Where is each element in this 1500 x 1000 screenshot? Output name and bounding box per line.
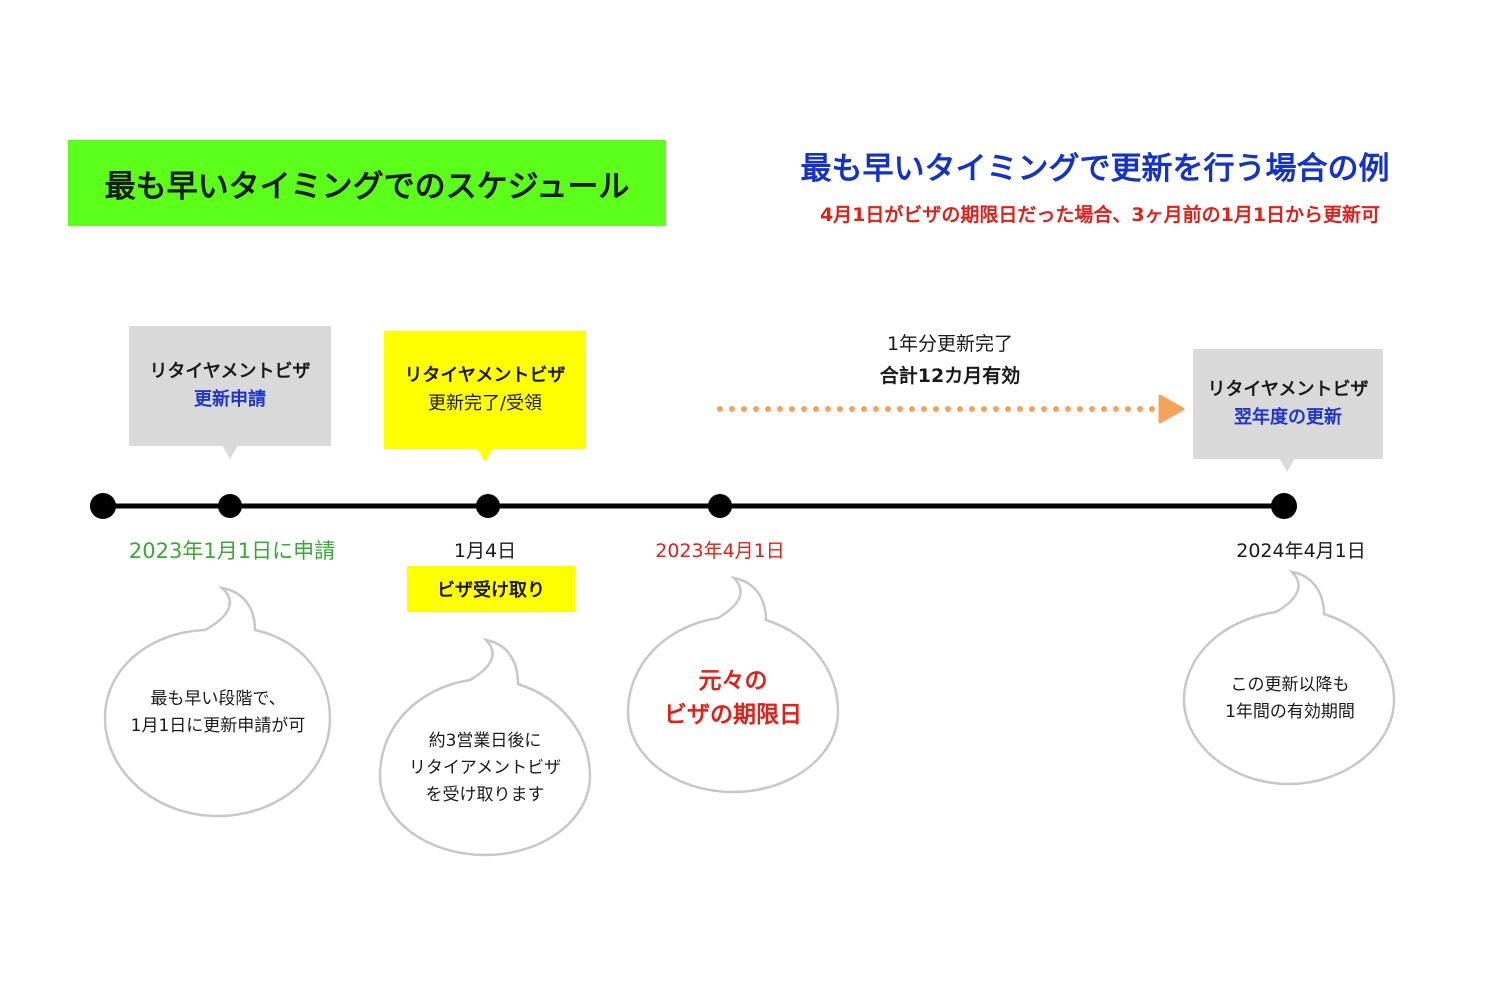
speech-bubble-4-text: この更新以降も 1年間の有効期間	[1182, 672, 1398, 726]
apply-note-box: リタイヤメントビザ 更新申請	[129, 326, 331, 446]
date-expiry: 2023年4月1日	[655, 540, 785, 562]
speech-bubble-3-text: 元々の ビザの期限日	[628, 664, 838, 732]
bubble-4-line2: 1年間の有効期間	[1225, 702, 1355, 722]
done-box-pointer	[477, 448, 493, 462]
validity-span-line2: 合計12カ月有効	[879, 365, 1021, 387]
headline: 最も早いタイミングで更新を行う場合の例	[800, 151, 1390, 187]
next-box-pointer	[1279, 458, 1295, 472]
timeline-point-apply	[218, 494, 242, 518]
timeline-start-point	[90, 493, 116, 519]
receive-tag: ビザ受け取り	[407, 566, 575, 612]
validity-arrow-head	[1158, 394, 1185, 424]
bubble-2-line1: 約3営業日後に	[428, 731, 542, 751]
speech-bubble-1-text: 最も早い段階で、 1月1日に更新申請が可	[103, 686, 333, 740]
validity-span-label: 1年分更新完了 合計12カ月有効	[780, 328, 1120, 392]
date-next: 2024年4月1日	[1236, 540, 1366, 562]
speech-bubble-3	[626, 576, 840, 794]
speech-bubble-4	[1182, 570, 1396, 786]
speech-bubble-1	[103, 585, 332, 818]
bubble-2-line3: を受け取ります	[425, 785, 545, 805]
bubble-1-line1: 最も早い段階で、	[150, 689, 286, 709]
speech-bubble-2-text: 約3営業日後に リタイアメントビザ を受け取ります	[375, 728, 595, 809]
bubble-1-line2: 1月1日に更新申請が可	[130, 716, 306, 736]
done-box-line1: リタイヤメントビザ	[404, 365, 566, 386]
date-apply: 2023年1月1日に申請	[128, 539, 336, 563]
date-receive: 1月4日	[453, 540, 517, 562]
speech-bubble-2	[378, 638, 592, 857]
bubble-2-line2: リタイアメントビザ	[408, 758, 562, 778]
validity-span-line1: 1年分更新完了	[886, 333, 1014, 355]
receive-tag-label: ビザ受け取り	[437, 580, 545, 601]
next-box-line2: 翌年度の更新	[1234, 407, 1342, 428]
timeline-point-receive	[476, 494, 500, 518]
subline: 4月1日がビザの期限日だった場合、3ヶ月前の1月1日から更新可	[819, 204, 1381, 226]
done-note-box: リタイヤメントビザ 更新完了/受領	[384, 331, 586, 449]
timeline-end-point	[1271, 493, 1297, 519]
schedule-title-box: 最も早いタイミングでのスケジュール	[68, 140, 666, 226]
bubble-4-line1: この更新以降も	[1230, 675, 1350, 695]
timeline-point-expiry	[708, 494, 732, 518]
bubble-3-line2: ビザの期限日	[664, 702, 802, 728]
done-box-line2: 更新完了/受領	[427, 393, 543, 414]
bubble-3-line1: 元々の	[698, 668, 768, 694]
apply-box-line2: 更新申請	[194, 389, 266, 410]
next-renewal-note-box: リタイヤメントビザ 翌年度の更新	[1193, 349, 1383, 459]
schedule-title: 最も早いタイミングでのスケジュール	[104, 168, 630, 205]
apply-box-pointer	[222, 445, 238, 459]
apply-box-line1: リタイヤメントビザ	[149, 361, 311, 382]
next-box-line1: リタイヤメントビザ	[1207, 379, 1369, 400]
